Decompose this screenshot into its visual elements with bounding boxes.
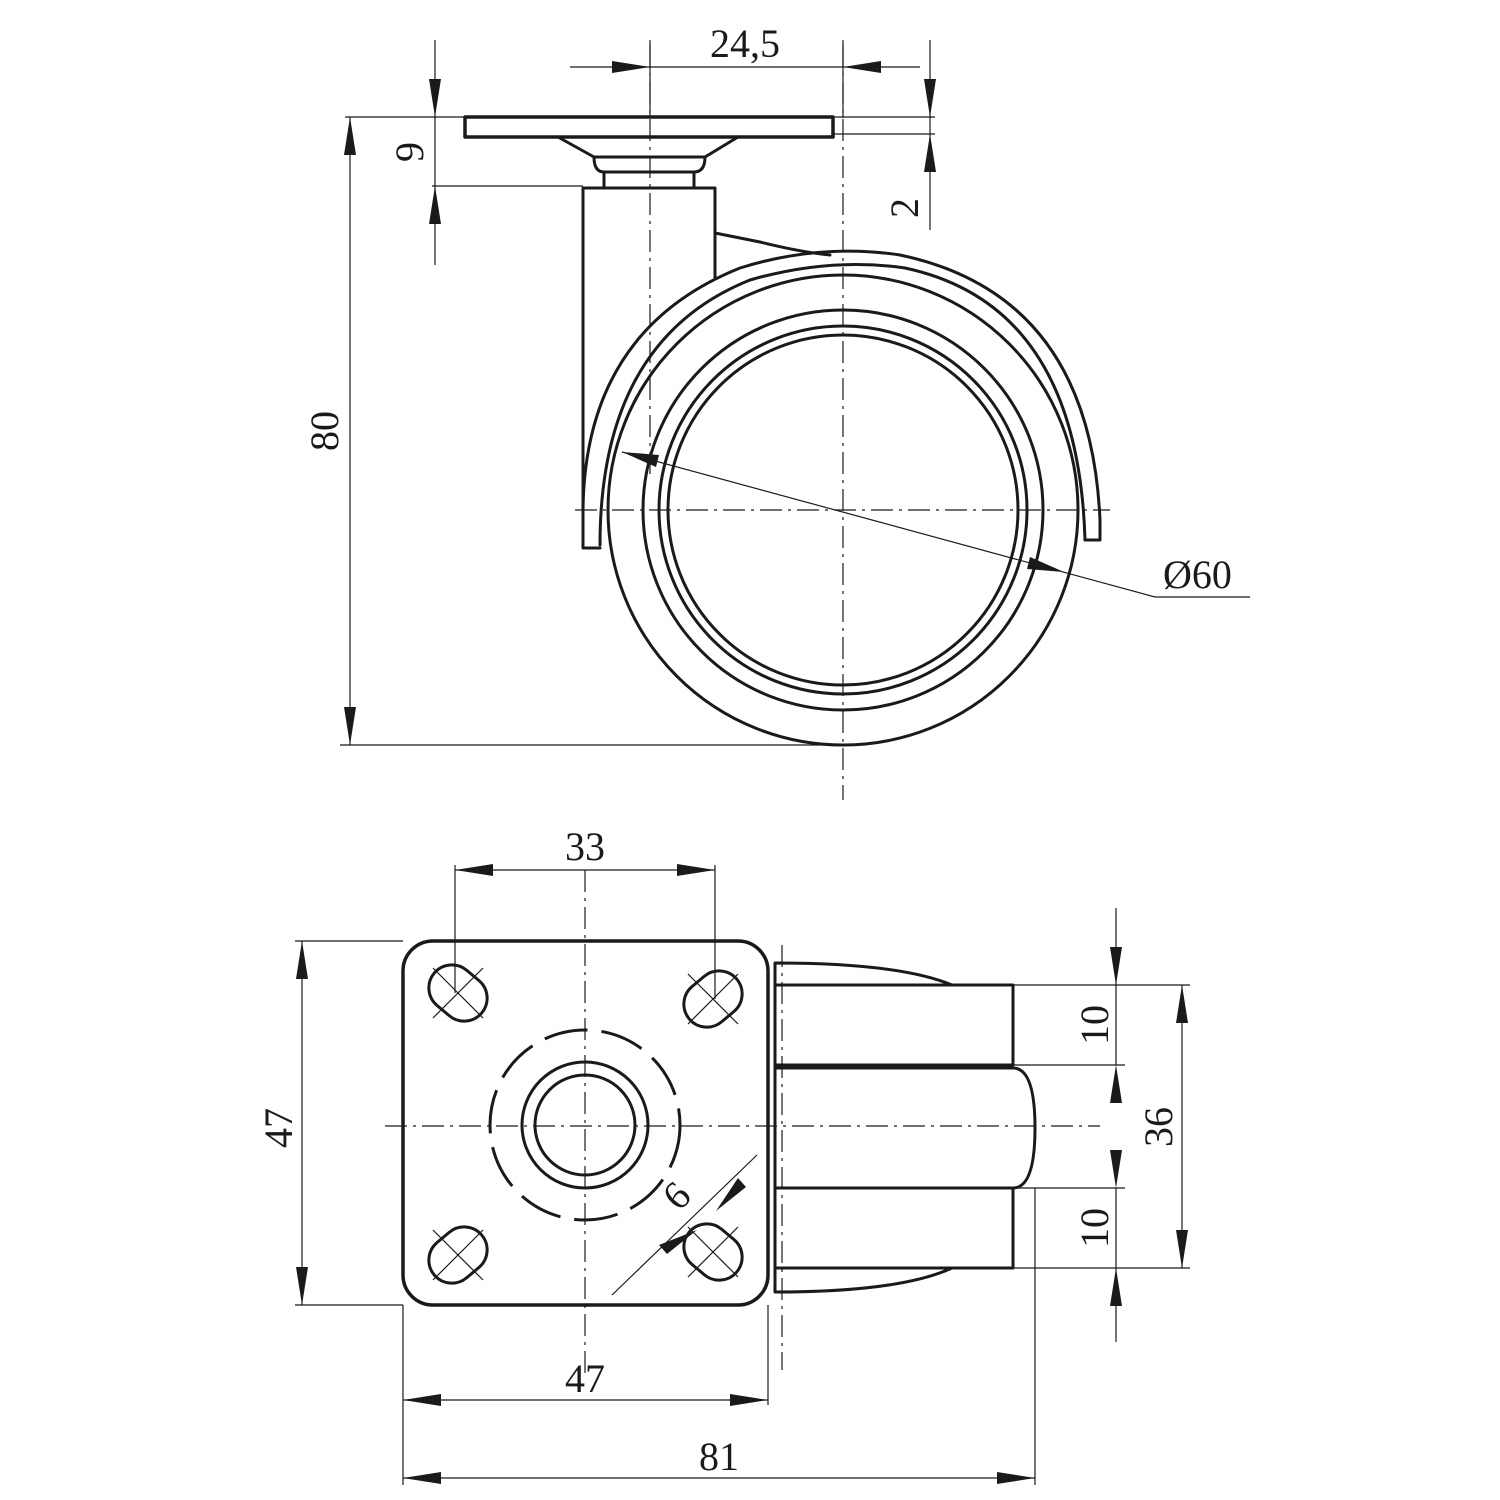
dim-height-label: 80 — [302, 411, 347, 451]
dim-height: 80 — [302, 117, 843, 746]
wheel-hood-edge — [1083, 518, 1102, 542]
wheel-body-outline — [773, 961, 954, 1294]
dim-wheel-width-top-label: 10 — [1072, 1005, 1117, 1045]
wheel-half-bottom — [773, 1186, 1015, 1270]
wheel-half-top — [773, 983, 1015, 1067]
mounting-hole-top-left — [427, 963, 489, 1023]
dim-gap-label: 2 — [882, 198, 927, 218]
wheel-hood-inner — [598, 262, 1087, 547]
mounting-hole-bottom-left — [427, 1225, 489, 1285]
dim-overall-width: 81 — [403, 1188, 1036, 1485]
dim-wheel-width-top: 10 — [1013, 908, 1190, 1103]
dim-plate-width: 47 — [402, 1305, 769, 1485]
dim-plate-width-label: 47 — [565, 1356, 605, 1401]
wheel-hood-outer — [581, 249, 1102, 522]
dim-hole-size-label: 6 — [653, 1172, 699, 1218]
dim-gap: 2 — [833, 40, 936, 230]
dim-offset: 24,5 — [570, 21, 920, 118]
fork-shoulder — [713, 231, 832, 257]
dim-wheel-span-label: 36 — [1136, 1107, 1181, 1147]
mounting-plate — [463, 115, 835, 139]
swivel-bearing — [592, 155, 707, 174]
dim-plate-thickness: 9 — [345, 40, 583, 265]
swivel-neck — [602, 170, 696, 190]
dim-hole-spacing: 33 — [454, 824, 716, 999]
dim-wheel-width-bottom-label: 10 — [1072, 1208, 1117, 1248]
wheel-center-block — [773, 1066, 1037, 1190]
side-view: 24,5 9 2 80 — [302, 21, 1250, 800]
dim-plate-height: 47 — [256, 940, 403, 1306]
dim-offset-label: 24,5 — [710, 21, 780, 66]
dim-hole-spacing-label: 33 — [565, 824, 605, 869]
dim-wheel-diameter: Ø60 — [621, 451, 1250, 598]
dim-wheel-diameter-label: Ø60 — [1163, 552, 1232, 597]
dim-overall-width-label: 81 — [699, 1434, 739, 1479]
swivel-boss — [556, 135, 740, 159]
dim-plate-thickness-label: 9 — [387, 142, 432, 162]
dim-wheel-width-bottom: 10 — [1013, 1150, 1190, 1342]
fork-leg — [581, 186, 717, 550]
top-view: 33 47 47 81 — [256, 824, 1190, 1485]
mounting-hole-bottom-right — [682, 1222, 744, 1282]
dim-plate-height-label: 47 — [256, 1108, 301, 1148]
mounting-hole-top-right — [682, 969, 744, 1029]
dim-wheel-span: 36 — [1136, 985, 1188, 1268]
